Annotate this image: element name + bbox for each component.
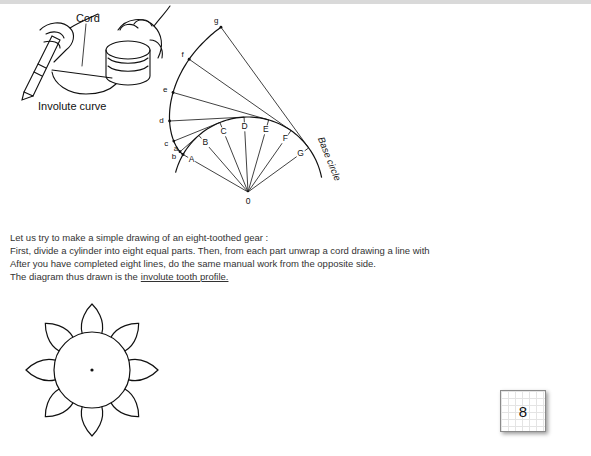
point-letter: C [220,127,228,136]
involute-point [220,26,223,29]
gear-tooth [129,359,158,380]
radius-line [183,155,248,193]
part-name: Base circle [315,136,342,183]
point-letter: A [188,155,196,164]
point-letter: D [241,122,249,131]
gear-center [90,368,93,371]
gear-tooth [45,323,73,351]
point-letter: e [163,86,167,95]
radius-line [248,148,309,192]
page-number-box: 8 [500,390,546,432]
involute-point [179,150,182,153]
point-letter: d [159,117,163,126]
involute-point [188,58,191,61]
gear-tooth [26,359,55,380]
radius-line [199,135,248,192]
point-letter: c [164,140,168,149]
pen-tip [22,92,33,100]
gear-tooth [111,389,139,417]
cylinder-layers [108,58,148,71]
radius-line [248,131,291,192]
page-number: 8 [519,403,527,420]
point-letter: B [202,138,210,147]
gear-tooth [111,323,139,351]
point-letter: g [214,16,218,25]
body-text: After you have completed eight lines, do… [10,259,376,269]
finger [44,32,64,48]
point-letter: G [296,149,305,158]
tangent-line [170,117,245,121]
radius-line [220,122,248,192]
gear-base-circle [54,332,130,408]
tangent-line [174,122,220,141]
part-name: Cord [76,12,100,24]
pen-detail [34,64,46,76]
leader-line [82,24,86,66]
involute-construction [168,26,321,192]
involute-point [172,140,175,143]
top-bar [0,0,591,4]
involute-curve [52,72,116,94]
finger [120,20,152,30]
point-letter: f [181,50,183,59]
hand [40,23,73,62]
hand-drawing [22,6,170,100]
pen [24,36,60,96]
cord [52,70,112,78]
point-letter: b [172,153,176,162]
cylinder-top [106,41,150,59]
gear-tooth [45,389,73,417]
cylinder [106,50,150,85]
point-letter: E [262,125,270,134]
involute-point [172,91,175,94]
part-name: Involute curve [38,100,106,112]
involute-point [168,120,171,123]
tangent-line [173,92,269,119]
body-text: Let us try to make a simple drawing of a… [10,233,268,243]
body-text: The diagram thus drawn is the [10,272,138,282]
body-text: First, divide a cylinder into eight equa… [10,246,430,256]
center-label: 0 [246,197,251,206]
tangent-line [189,59,291,130]
right-hand [118,20,162,58]
gear-drawing [26,304,158,436]
base-circle [176,117,322,178]
tangent-line [221,27,309,148]
involute-point [182,153,185,156]
gear-tooth [81,407,102,436]
wrist [154,6,170,26]
point-letter: F [282,134,289,143]
involute-curve [169,27,220,154]
link-text: involute tooth profile. [141,272,229,282]
gear-tooth [81,304,102,333]
